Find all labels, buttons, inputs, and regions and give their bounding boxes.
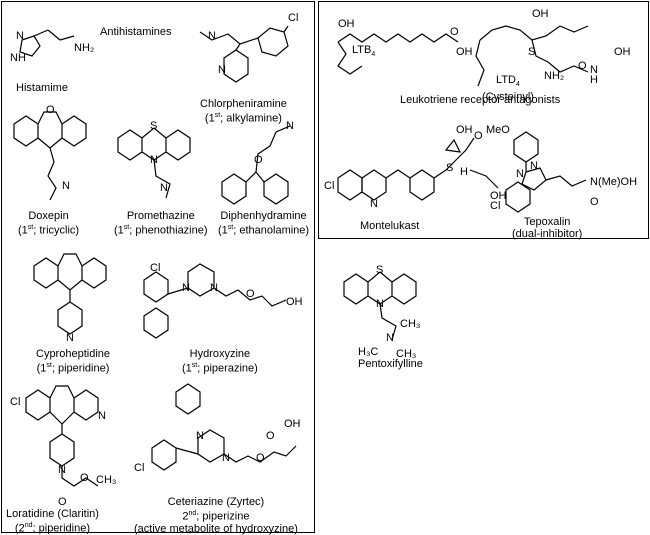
- doxepin-o-atom: O: [46, 104, 55, 116]
- ltd4-n-atom: N: [590, 64, 598, 76]
- loratidine-o1-atom: O: [58, 496, 67, 508]
- ltb4-o-atom: O: [450, 26, 459, 38]
- pentoxifylline-name: Pentoxifylline: [358, 358, 423, 370]
- loratidine-name: Loratidine (Claritin) (2nd; piperidine): [6, 508, 99, 535]
- loratidine-cl-atom: Cl: [10, 396, 21, 408]
- montelukast-structure: [337, 137, 499, 201]
- ltd4-s-atom: S: [528, 46, 536, 58]
- tepoxalin-n2-atom: N: [516, 168, 524, 180]
- ltb4-oh2-group: OH: [456, 46, 473, 58]
- loratidine-n-atom: N: [58, 464, 66, 476]
- ceteriazine-cl-atom: Cl: [134, 462, 145, 474]
- pentoxifylline-h3c-group: H₃C: [358, 346, 379, 358]
- leukotriene-panel: [318, 1, 649, 239]
- tepoxalin-structure: [505, 131, 587, 213]
- loratidine-o2-atom: O: [80, 472, 89, 484]
- tepoxalin-meo-group: MeO: [486, 124, 510, 136]
- chlorpheniramine-npy-atom: N: [218, 64, 226, 76]
- tepoxalin-name: Tepoxalin (dual-inhibitor): [512, 216, 583, 240]
- ltd4-o-atom: O: [578, 60, 587, 72]
- hydroxyzine-oh-atom: OH: [286, 296, 303, 308]
- chlorpheniramine-cl-atom: Cl: [288, 12, 299, 24]
- tepoxalin-nmeoh-group: N(Me)OH: [590, 176, 638, 188]
- promethazine-n-atom: N: [150, 154, 158, 166]
- ltd4-ooh-group: OH: [614, 46, 631, 58]
- diphenhydramine-name: Diphenhydramine (1st; ethanolamine): [218, 210, 310, 237]
- pentoxifylline-n-atom: N: [376, 298, 384, 310]
- doxepin-name: Doxepin (1st; tricyclic): [18, 210, 80, 237]
- histamine-n-atom: N: [16, 30, 24, 42]
- hydroxyzine-n2-atom: N: [210, 282, 218, 294]
- promethazine-structure: [117, 127, 191, 199]
- hydroxyzine-n1-atom: N: [182, 282, 190, 294]
- montelukast-o-atom: O: [474, 130, 483, 142]
- hydroxyzine-name: Hydroxyzine (1st; piperazine): [182, 348, 258, 375]
- ceteriazine-n2-atom: N: [222, 452, 230, 464]
- loratidine-ch3-group: CH₃: [96, 474, 117, 486]
- diphenhydramine-n-atom: N: [286, 120, 294, 132]
- doxepin-structure: [13, 111, 87, 201]
- chlorpheniramine-structure: [199, 25, 289, 83]
- histamine-nh-atom: NH: [10, 52, 26, 64]
- histamine-name: Histamime: [16, 82, 68, 94]
- pentoxifylline-ch3b-group: CH₃: [396, 348, 417, 360]
- tepoxalin-o-atom: O: [590, 196, 599, 208]
- promethazine-name: Promethazine (1st; phenothiazine): [114, 210, 208, 237]
- pentoxifylline-s-atom: S: [376, 264, 384, 276]
- loratidine-structure: [25, 385, 99, 487]
- ceteriazine-o-atom: O: [256, 452, 265, 464]
- histamine-nh2-atom: NH₂: [74, 42, 95, 54]
- cyproheptidine-name: Cyproheptidine (1st; piperidine): [36, 348, 110, 375]
- ceteriazine-o2-atom: O: [266, 430, 275, 442]
- ltd4-h-atom: H: [590, 74, 598, 86]
- pentoxifylline-n2-atom: N: [386, 332, 394, 344]
- montelukast-h-atom: H: [460, 166, 468, 178]
- montelukast-s-atom: S: [446, 162, 454, 174]
- ltb4-label: LTB4: [352, 44, 376, 59]
- promethazine-n2-atom: N: [160, 182, 168, 194]
- ltb4-structure: [337, 33, 459, 75]
- loratidine-npy-atom: N: [98, 410, 106, 422]
- ltd4-structure: [475, 25, 589, 87]
- antihistamines-panel: [1, 1, 315, 533]
- tepoxalin-cl-atom: Cl: [490, 200, 501, 212]
- montelukast-cl-atom: Cl: [324, 180, 335, 192]
- montelukast-name: Montelukast: [360, 220, 420, 232]
- histamine-structure: [19, 29, 75, 57]
- hydroxyzine-cl-atom: Cl: [150, 262, 161, 274]
- montelukast-oh-group: OH: [456, 124, 473, 136]
- promethazine-s-atom: S: [150, 120, 158, 132]
- hydroxyzine-structure: [143, 263, 287, 339]
- antihistamines-heading: Antihistamines: [100, 26, 172, 38]
- ltb4-oh1-group: OH: [338, 18, 355, 30]
- tepoxalin-n1-atom: N: [530, 160, 538, 172]
- chlorpheniramine-name: Chlorpheniramine (1st; alkylamine): [200, 98, 287, 125]
- ceteriazine-structure: [151, 383, 297, 471]
- cyproheptidine-n-atom: N: [66, 332, 74, 344]
- doxepin-n-atom: N: [62, 180, 70, 192]
- cyproheptidine-structure: [33, 253, 107, 335]
- ltd4-oh-group: OH: [532, 8, 549, 20]
- ceteriazine-n1-atom: N: [196, 430, 204, 442]
- hydroxyzine-o-atom: O: [246, 288, 255, 300]
- chlorpheniramine-n-atom: N: [208, 30, 216, 42]
- ceteriazine-name: Ceteriazine (Zyrtec) 2nd; piperizine (ac…: [134, 496, 298, 535]
- ceteriazine-oh-atom: OH: [284, 418, 301, 430]
- pentoxifylline-ch3a-group: CH₃: [400, 318, 421, 330]
- montelukast-n-atom: N: [370, 198, 378, 210]
- pentoxifylline-structure: [343, 271, 417, 341]
- diphenhydramine-o-atom: O: [254, 154, 263, 166]
- montelukast-ho-group: OH: [490, 190, 507, 202]
- leukotriene-heading: Leukotriene receptor antagonists: [400, 94, 561, 106]
- diphenhydramine-structure: [221, 125, 291, 205]
- ltd4-nh2-group: NH₂: [544, 70, 565, 82]
- ltd4-label: LTD4 (Cysteinyl): [482, 74, 534, 104]
